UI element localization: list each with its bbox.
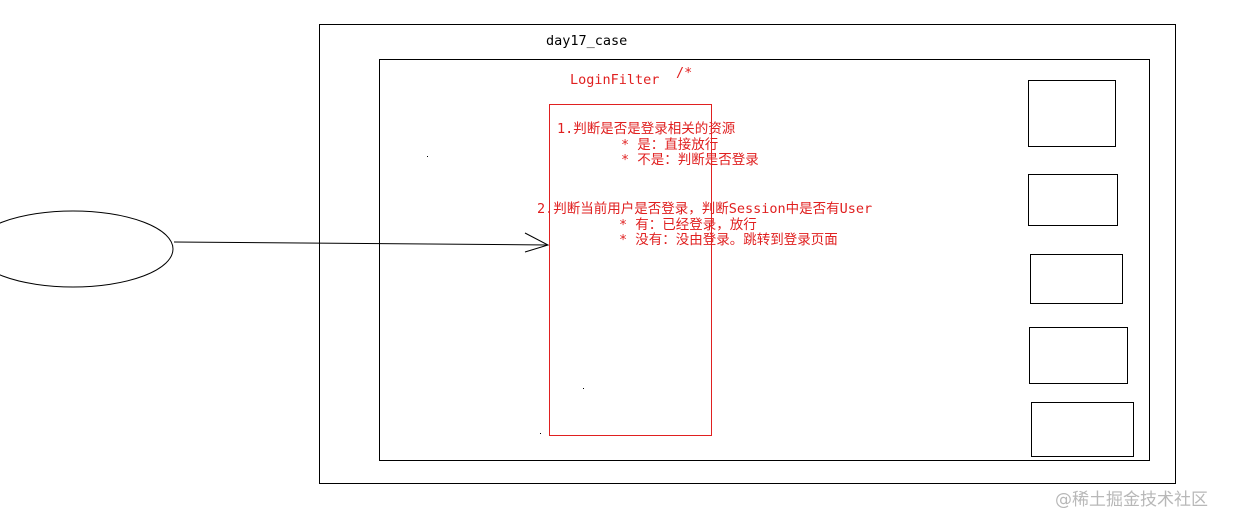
step-2-line-1: * 有：已经登录，放行	[619, 217, 757, 233]
resource-box	[1028, 80, 1116, 147]
filter-label: LoginFilter	[570, 72, 660, 88]
resource-box	[1029, 327, 1128, 384]
arrow-head-icon	[524, 232, 550, 253]
dot	[540, 433, 541, 434]
filter-pattern: /*	[676, 65, 693, 81]
resource-box	[1028, 174, 1118, 226]
client-ellipse	[0, 210, 174, 288]
webapp-frame	[319, 24, 1176, 484]
resource-box	[1030, 254, 1123, 304]
watermark: @稀土掘金技术社区	[1055, 490, 1208, 510]
filter-box	[549, 104, 712, 436]
request-arrow-line	[173, 241, 549, 246]
step-2-line-2: * 没有：没由登录。跳转到登录页面	[619, 232, 838, 248]
step-1-line-1: * 是：直接放行	[621, 137, 719, 153]
server-frame	[379, 59, 1150, 461]
step-1-line-2: * 不是：判断是否登录	[621, 152, 759, 168]
dot	[427, 156, 428, 157]
resource-box	[1031, 402, 1134, 457]
step-1-title: 1.判断是否是登录相关的资源	[557, 121, 736, 137]
step-2-title: 2.判断当前用户是否登录，判断Session中是否有User	[537, 201, 873, 217]
webapp-label: day17_case	[546, 33, 628, 49]
dot	[583, 388, 584, 389]
